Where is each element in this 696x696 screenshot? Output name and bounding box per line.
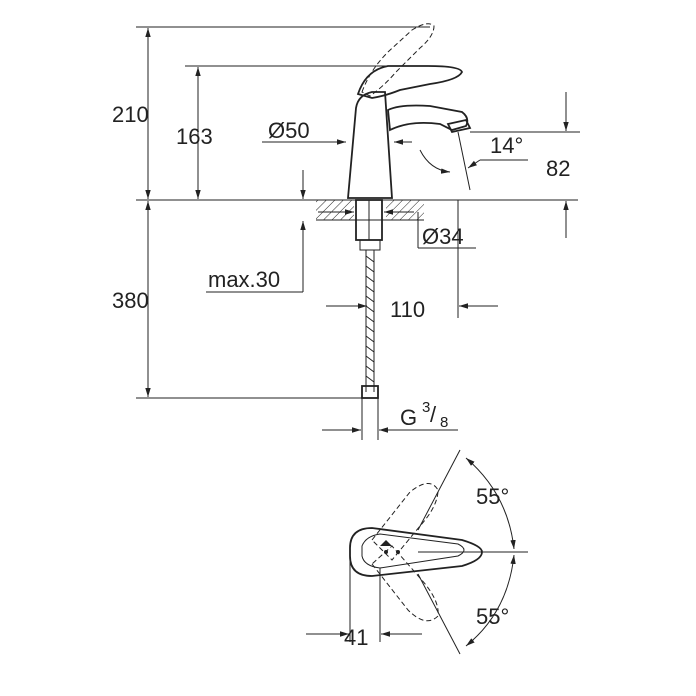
label-spout-height: 163 bbox=[176, 124, 213, 149]
label-aerator-height: 82 bbox=[546, 156, 570, 181]
label-max-thickness: max.30 bbox=[208, 267, 280, 292]
hot-marker bbox=[384, 550, 388, 554]
handle-rotated-down bbox=[371, 545, 439, 622]
label-lever-angle-bottom: 55° bbox=[476, 604, 509, 629]
hose-fitting bbox=[361, 385, 379, 399]
lever bbox=[356, 65, 463, 99]
angle-ray-top bbox=[417, 449, 461, 531]
label-thread-denominator: 8 bbox=[440, 414, 448, 431]
label-thread-numerator: 3 bbox=[422, 399, 430, 416]
angle-ray-bottom bbox=[417, 573, 461, 655]
thread-slash: / bbox=[430, 402, 437, 427]
lever-raised-outline bbox=[361, 23, 435, 97]
label-projection: 110 bbox=[390, 297, 425, 322]
spout-axis-line bbox=[457, 131, 471, 191]
angle-arc-left bbox=[419, 149, 451, 174]
cold-marker bbox=[396, 550, 400, 554]
hose-braid bbox=[365, 255, 375, 383]
side-view bbox=[136, 23, 580, 440]
aerator bbox=[446, 118, 472, 134]
deck-hatch-right bbox=[386, 200, 424, 220]
label-hole-diameter: Ø34 bbox=[422, 224, 464, 249]
deck-hatch-left bbox=[316, 200, 354, 220]
label-thread: G bbox=[400, 405, 417, 430]
label-lever-offset: 41 bbox=[344, 625, 368, 650]
handle-rotated-up bbox=[371, 483, 439, 561]
top-view bbox=[306, 449, 528, 655]
label-body-diameter: Ø50 bbox=[268, 118, 310, 143]
label-spout-angle: 14° bbox=[490, 133, 523, 158]
angle-arc-bottom bbox=[465, 554, 516, 647]
tap-spout bbox=[387, 104, 469, 132]
handle-inner bbox=[361, 533, 465, 569]
label-lever-angle-top: 55° bbox=[476, 484, 509, 509]
dimension-labels: 210 163 Ø50 14° 82 Ø34 max.30 380 110 G … bbox=[112, 102, 570, 650]
shank-nut bbox=[359, 239, 381, 251]
hose bbox=[365, 250, 375, 392]
indicator-marker bbox=[380, 540, 392, 546]
label-total-height: 210 bbox=[112, 102, 149, 127]
label-hose-length: 380 bbox=[112, 288, 149, 313]
angle-arc-top bbox=[465, 457, 516, 550]
angle-arrow bbox=[467, 159, 481, 169]
tap-body bbox=[347, 91, 393, 199]
